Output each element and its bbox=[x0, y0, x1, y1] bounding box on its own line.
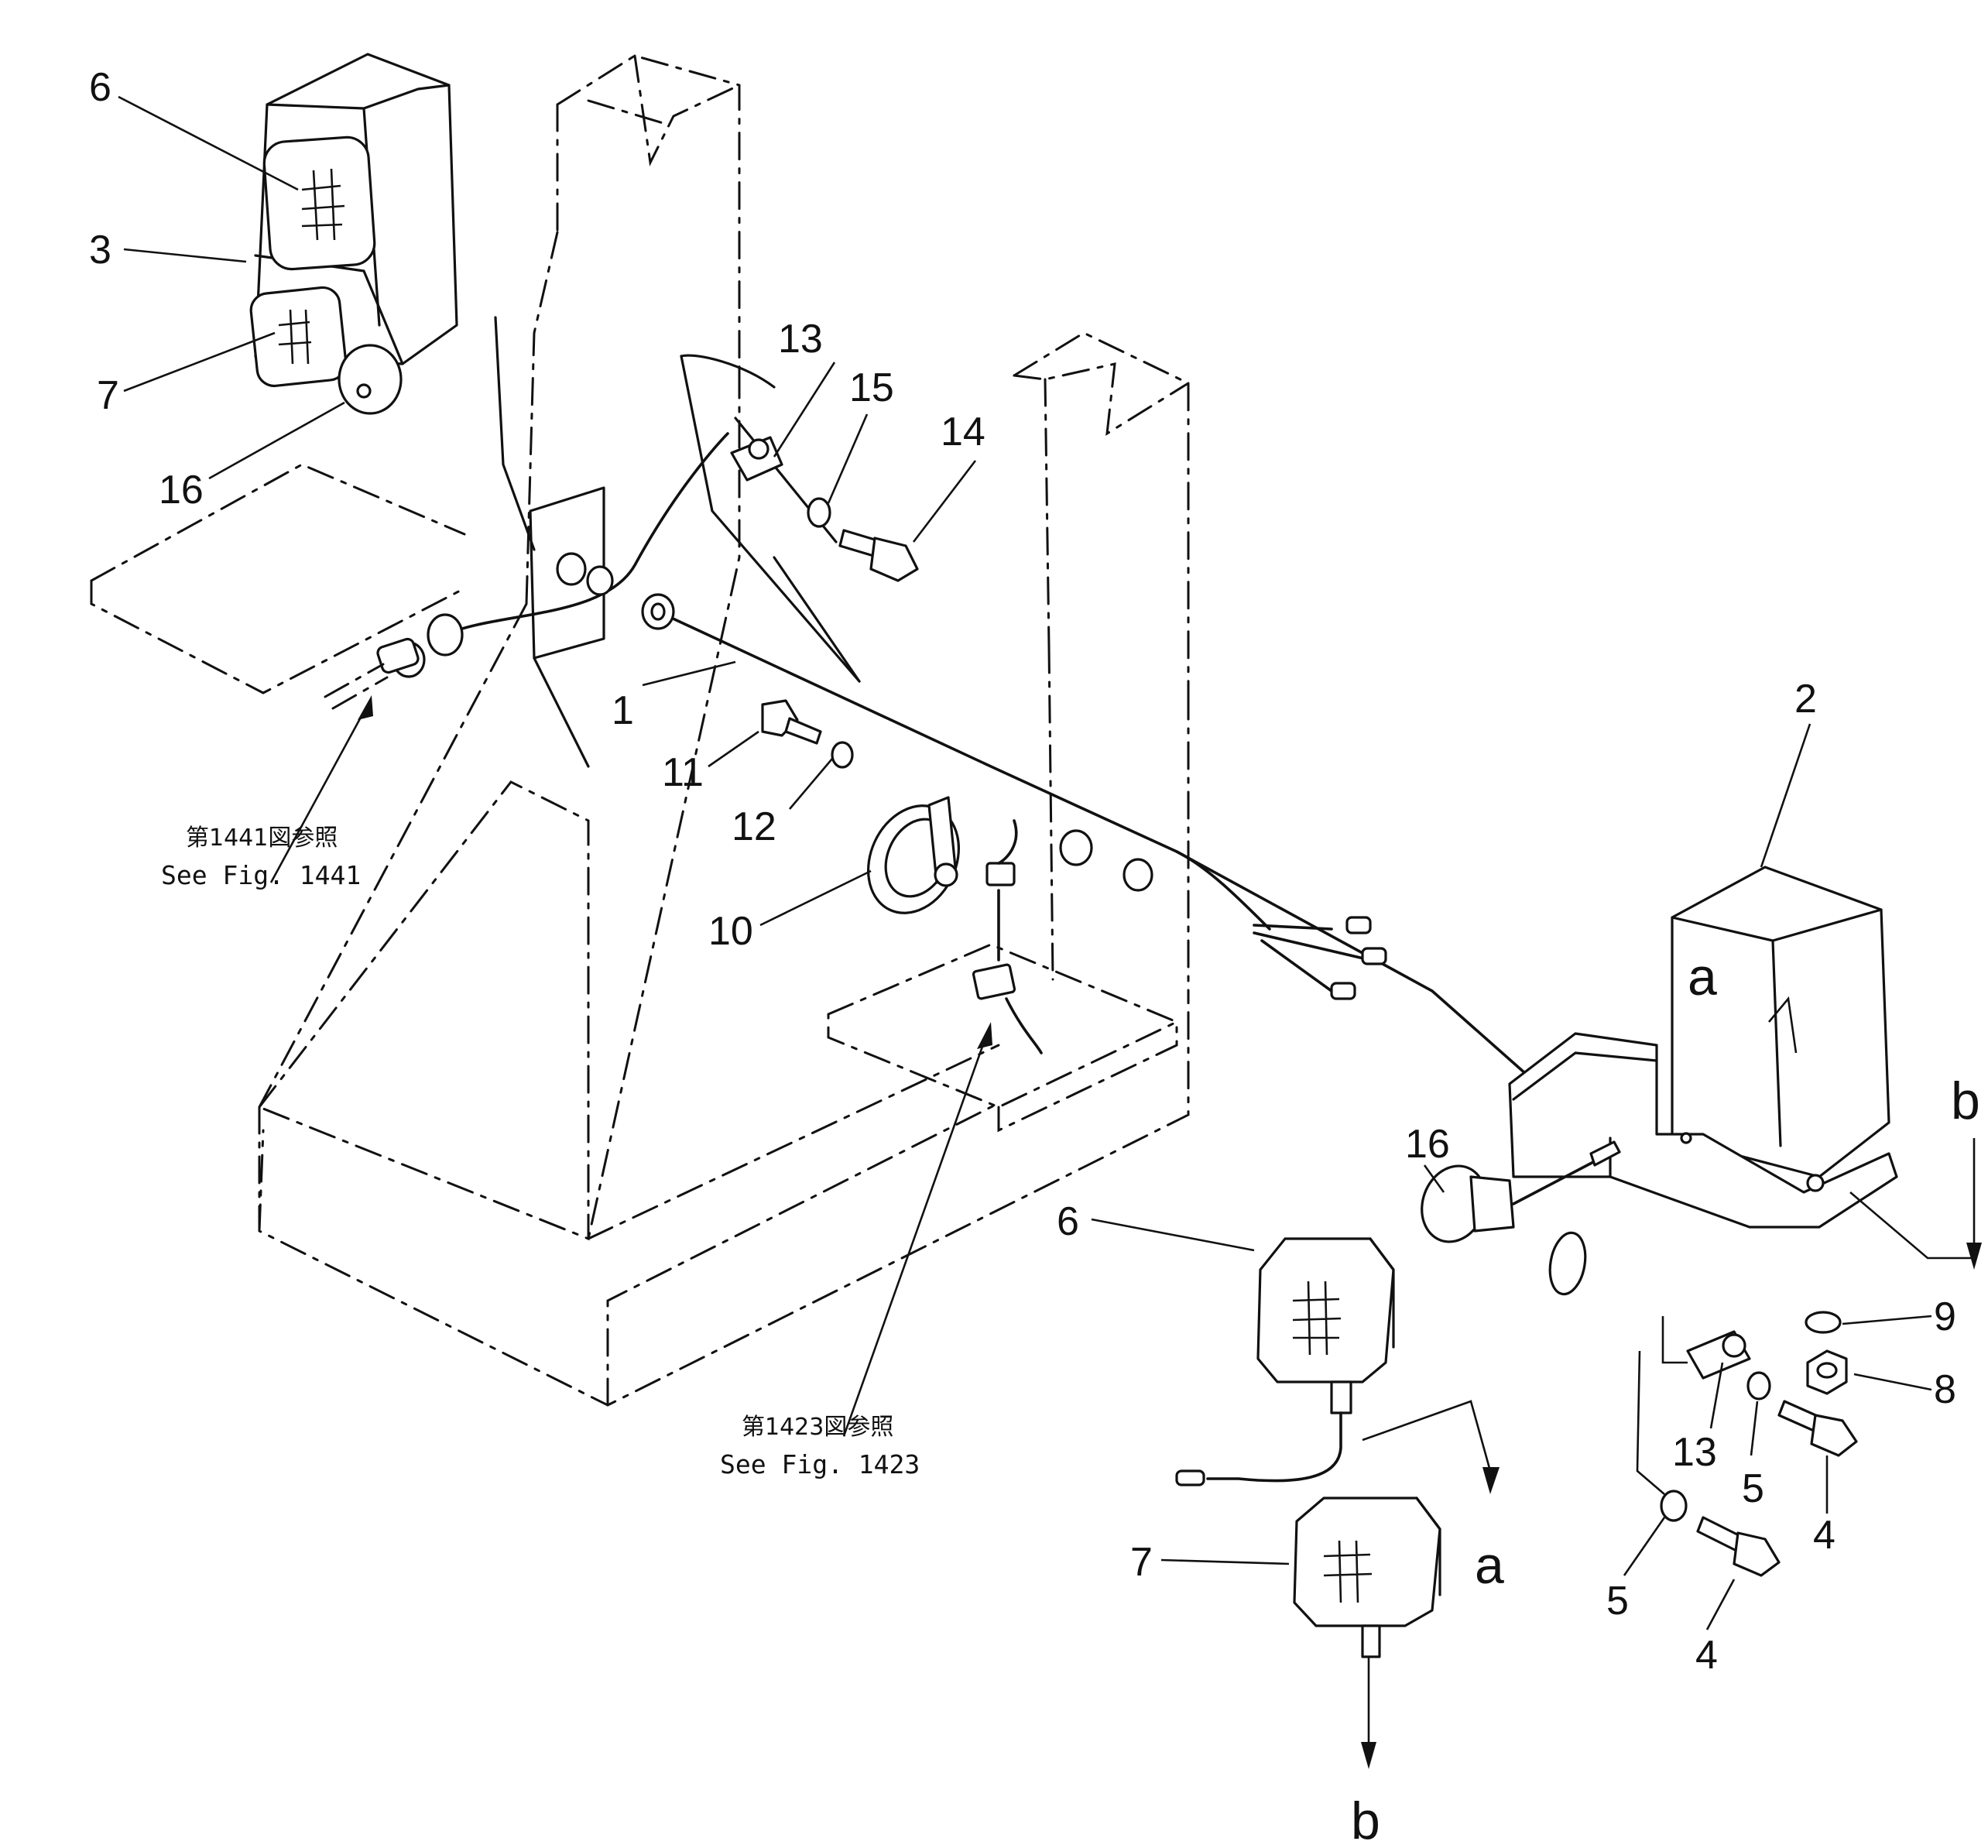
callout-6-lower: 6 bbox=[1057, 1199, 1079, 1244]
left-bracket bbox=[494, 316, 861, 768]
callout-11: 11 bbox=[662, 750, 704, 795]
washer-15 bbox=[807, 497, 831, 528]
marker-b-lower: b bbox=[1351, 1791, 1380, 1848]
callout-2: 2 bbox=[1794, 677, 1817, 722]
bolt-4-upper bbox=[1777, 1400, 1858, 1457]
cover-2 bbox=[1671, 866, 1890, 1178]
console-frame bbox=[90, 54, 1190, 1407]
nut-8 bbox=[1806, 1349, 1848, 1395]
callout-5-lower: 5 bbox=[1606, 1579, 1629, 1623]
marker-a-lower: a bbox=[1475, 1536, 1504, 1595]
washer-5-upper bbox=[1746, 1371, 1771, 1401]
lamp-7-upper bbox=[249, 286, 348, 388]
figure-references: 第1441図参照 See Fig. 1441 第1423図参照 See Fig.… bbox=[161, 825, 920, 1479]
washer-5-lower bbox=[1660, 1490, 1688, 1522]
callout-9: 9 bbox=[1934, 1294, 1956, 1339]
callout-14: 14 bbox=[941, 410, 985, 454]
marker-b-right: b bbox=[1951, 1071, 1980, 1130]
callout-numbers: 6 3 7 16 13 15 14 1 11 12 10 2 16 6 7 9 … bbox=[89, 65, 1956, 1678]
callout-13-upper: 13 bbox=[778, 317, 823, 362]
ref-fig1441-jp: 第1441図参照 bbox=[186, 825, 338, 852]
work-lamp-6-lower bbox=[1175, 1237, 1395, 1486]
washer-12 bbox=[831, 741, 854, 769]
callout-10: 10 bbox=[708, 909, 753, 954]
bolt-11 bbox=[761, 699, 822, 745]
bolt-14 bbox=[838, 529, 919, 582]
callout-3: 3 bbox=[89, 228, 111, 273]
callout-15: 15 bbox=[849, 365, 894, 410]
callout-16-upper: 16 bbox=[159, 468, 204, 513]
callout-4-upper: 4 bbox=[1813, 1513, 1835, 1558]
leader-lines bbox=[118, 95, 1932, 1630]
callout-4-lower: 4 bbox=[1695, 1633, 1718, 1678]
wire-harness-1 bbox=[392, 432, 1534, 1082]
callout-5-upper: 5 bbox=[1742, 1466, 1764, 1511]
bolt-4-lower bbox=[1696, 1516, 1781, 1577]
clip-13-lower bbox=[1686, 1330, 1751, 1380]
horn-10 bbox=[866, 796, 961, 914]
washer-9 bbox=[1805, 1311, 1842, 1334]
callout-16-lower: 16 bbox=[1405, 1122, 1450, 1167]
marker-a-cover: a bbox=[1688, 948, 1717, 1006]
lamp-7-lower bbox=[1293, 1497, 1441, 1658]
letter-markers: a b a b bbox=[1351, 948, 1980, 1848]
callout-12: 12 bbox=[732, 804, 776, 849]
clip-13-upper bbox=[730, 436, 783, 482]
callout-8: 8 bbox=[1934, 1367, 1956, 1412]
callout-7-upper: 7 bbox=[97, 373, 119, 418]
connector-fig1441 bbox=[324, 637, 420, 710]
callout-1: 1 bbox=[612, 688, 634, 733]
ref-fig1441-en: See Fig. 1441 bbox=[161, 860, 361, 890]
callout-6-upper: 6 bbox=[89, 65, 111, 110]
arrows bbox=[269, 695, 1982, 1769]
ref-fig1423-en: See Fig. 1423 bbox=[720, 1449, 920, 1479]
ref-fig1423-jp: 第1423図参照 bbox=[742, 1414, 893, 1441]
callout-13-lower: 13 bbox=[1672, 1430, 1717, 1475]
work-lamp-6-upper bbox=[262, 135, 376, 271]
switch-16-upper bbox=[338, 344, 403, 415]
callout-7-lower: 7 bbox=[1130, 1540, 1153, 1585]
